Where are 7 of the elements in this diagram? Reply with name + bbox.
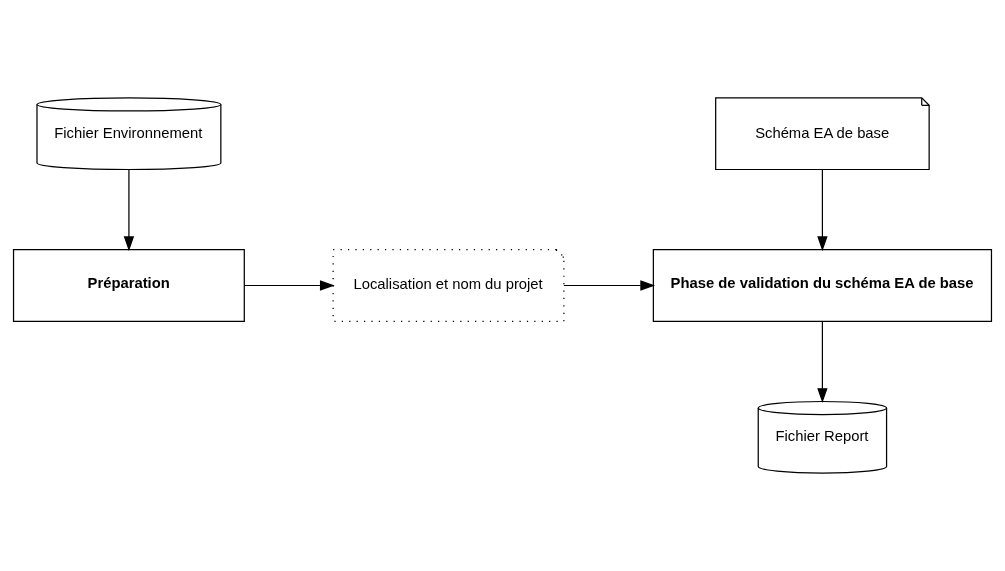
arrow bbox=[243, 280, 335, 291]
node-box: Préparation bbox=[12, 249, 245, 322]
arrow bbox=[123, 168, 135, 252]
arrow bbox=[563, 280, 656, 291]
arrow bbox=[817, 168, 828, 252]
arrow bbox=[817, 320, 828, 403]
node-box: Phase de validation du schéma EA de base bbox=[652, 249, 993, 322]
